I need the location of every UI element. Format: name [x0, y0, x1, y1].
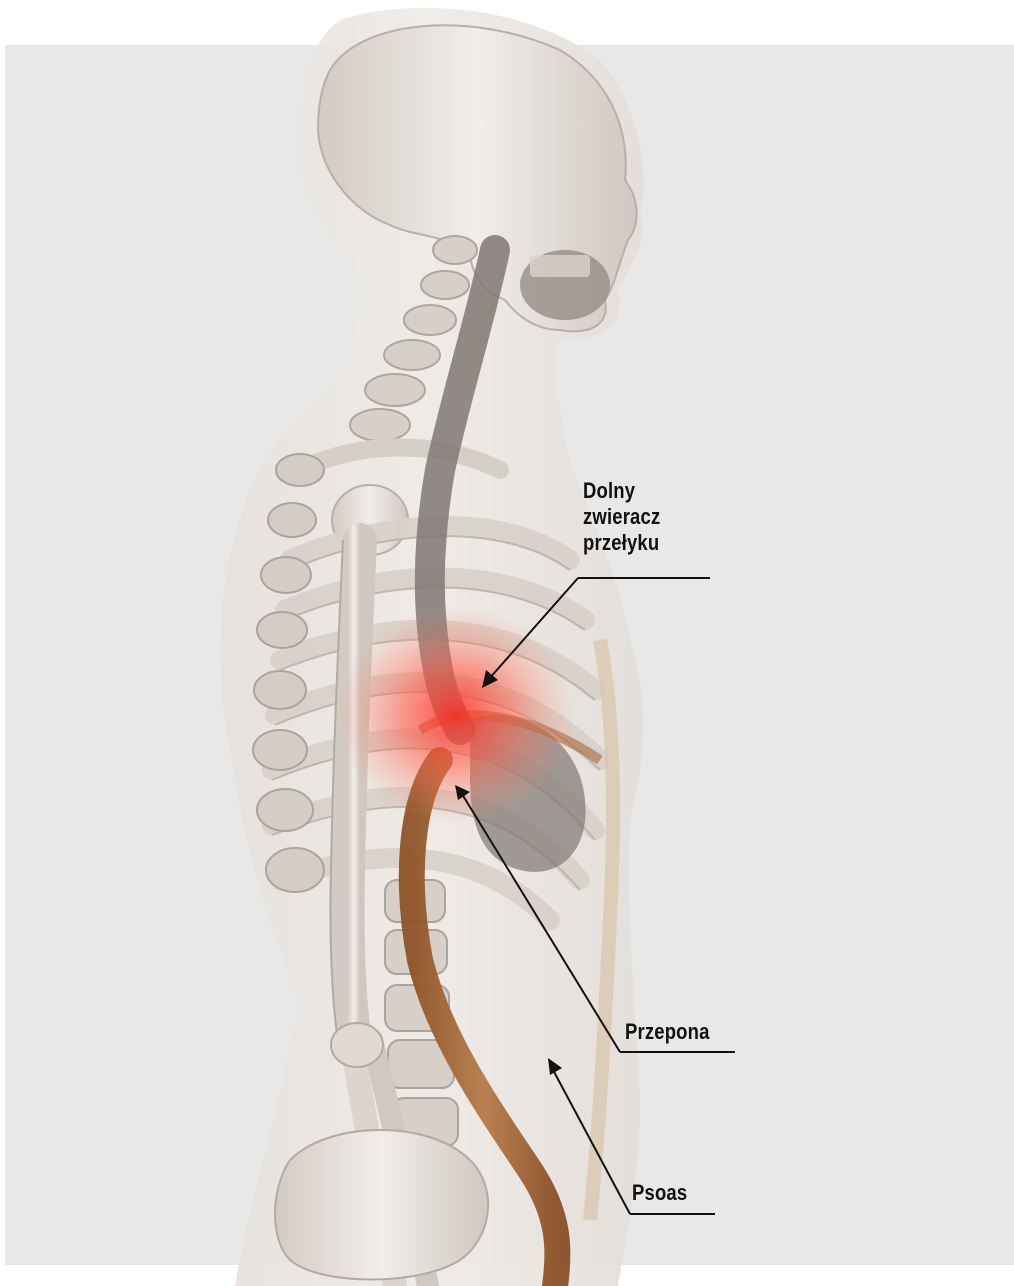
label-sphincter-line-3: przełyku — [583, 530, 660, 556]
label-psoas: Psoas — [632, 1180, 687, 1206]
label-sphincter-line-1: Dolny — [583, 478, 660, 504]
pain-highlight — [335, 605, 575, 825]
elbow — [331, 1023, 383, 1067]
pelvis — [275, 1130, 488, 1280]
teeth — [530, 255, 590, 277]
label-lower-esophageal-sphincter: Dolny zwieracz przełyku — [583, 478, 660, 556]
humerus — [347, 540, 360, 1040]
label-diaphragm: Przepona — [625, 1019, 710, 1045]
label-sphincter-line-2: zwieracz — [583, 504, 660, 530]
